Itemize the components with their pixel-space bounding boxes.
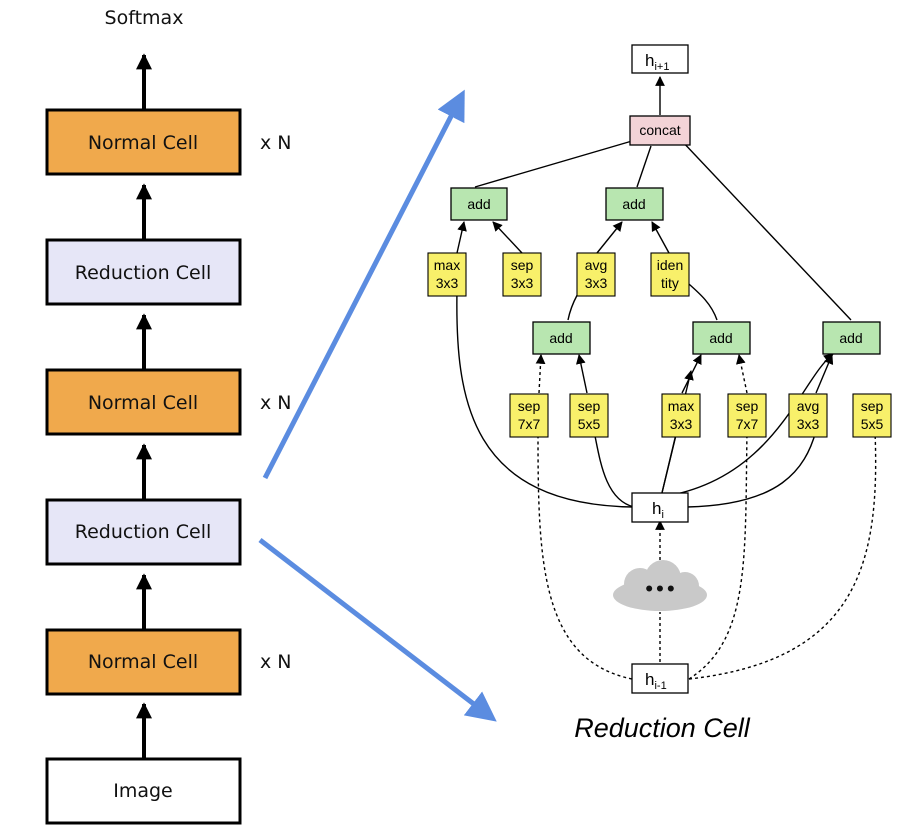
op-node-sep-7x7: sep 7x7 xyxy=(509,393,549,438)
svg-text:hi: hi xyxy=(652,499,664,521)
node-base: h xyxy=(645,670,654,689)
stack-normal-cell-middle: Normal Cell x N xyxy=(45,368,292,436)
op-node-sep-7x7: sep 7x7 xyxy=(727,393,767,438)
svg-text:hi-1: hi-1 xyxy=(645,670,667,692)
op-line2: 5x5 xyxy=(861,416,884,432)
repeat-label: x N xyxy=(260,132,292,154)
cell-label: Reduction Cell xyxy=(75,521,212,543)
op-line1: avg xyxy=(797,398,820,414)
op-line2: 7x7 xyxy=(518,416,541,432)
op-node-avg-3x3: avg 3x3 xyxy=(788,393,828,438)
op-line2: 7x7 xyxy=(736,416,759,432)
ellipsis-cloud-icon: ••• xyxy=(613,560,707,611)
add-label: add xyxy=(839,330,862,346)
expansion-arrows xyxy=(258,89,497,722)
concat-node: concat xyxy=(629,115,691,146)
cell-label: Reduction Cell xyxy=(75,262,212,284)
op-line1: avg xyxy=(585,257,608,273)
stack-image-input: Image xyxy=(45,757,242,825)
op-line1: max xyxy=(668,398,694,414)
op-line2: 3x3 xyxy=(670,416,693,432)
add-label: add xyxy=(549,330,572,346)
cell-label: Normal Cell xyxy=(88,132,198,154)
stack-normal-cell-bottom: Normal Cell x N xyxy=(45,628,292,696)
add-node: add xyxy=(532,321,591,355)
op-line2: 3x3 xyxy=(511,275,534,291)
stack-reduction-cell-top: Reduction Cell xyxy=(45,238,242,306)
add-node: add xyxy=(605,187,664,221)
op-node-sep-5x5: sep 5x5 xyxy=(852,393,892,438)
repeat-label: x N xyxy=(260,392,292,414)
op-node-max-3x3: max 3x3 xyxy=(661,393,701,438)
node-sub: i-1 xyxy=(654,680,666,692)
op-line2: 3x3 xyxy=(585,275,608,291)
softmax-label: Softmax xyxy=(105,7,184,29)
op-line1: sep xyxy=(518,398,541,414)
input-label: Image xyxy=(113,780,173,802)
op-line1: sep xyxy=(736,398,759,414)
architecture-stack: Softmax Normal Cell x N Reduction Cell N… xyxy=(45,7,292,825)
node-base: h xyxy=(652,499,661,518)
add-label: add xyxy=(622,196,645,212)
ellipsis-label: ••• xyxy=(644,580,677,600)
expand-arrow-up xyxy=(262,89,465,480)
op-line2: 3x3 xyxy=(436,275,459,291)
op-node-identity: iden tity xyxy=(650,252,690,297)
reduction-cell-title: Reduction Cell xyxy=(574,713,751,743)
op-line1: max xyxy=(434,257,460,273)
add-label: add xyxy=(709,330,732,346)
op-node-sep-5x5: sep 5x5 xyxy=(569,393,609,438)
op-line2: 5x5 xyxy=(578,416,601,432)
expand-arrow-down xyxy=(258,538,497,722)
node-sub: i+1 xyxy=(654,61,669,73)
node-base: h xyxy=(645,51,654,70)
node-sub: i xyxy=(661,509,663,521)
add-node: add xyxy=(692,321,751,355)
concat-label: concat xyxy=(639,122,680,138)
stack-normal-cell-top: Normal Cell x N xyxy=(45,108,292,176)
op-node-max-3x3: max 3x3 xyxy=(427,252,467,297)
input-node-hi-minus-1: hi-1 xyxy=(631,663,689,694)
op-line1: sep xyxy=(511,257,534,273)
cell-label: Normal Cell xyxy=(88,651,198,673)
repeat-label: x N xyxy=(260,651,292,673)
input-node-hi: hi xyxy=(631,492,689,523)
op-line2: tity xyxy=(661,275,679,291)
op-line1: sep xyxy=(578,398,601,414)
output-node-hi-plus-1: hi+1 xyxy=(631,44,689,74)
add-node: add xyxy=(822,321,881,355)
cell-label: Normal Cell xyxy=(88,392,198,414)
op-node-avg-3x3: avg 3x3 xyxy=(576,252,616,297)
op-node-sep-3x3: sep 3x3 xyxy=(502,252,542,297)
svg-text:hi+1: hi+1 xyxy=(645,51,669,73)
op-line2: 3x3 xyxy=(797,416,820,432)
reduction-cell-detail: hi+1 concat add add add add add xyxy=(427,44,892,743)
stack-reduction-cell-bottom: Reduction Cell xyxy=(45,498,242,566)
op-line1: iden xyxy=(657,257,683,273)
op-line1: sep xyxy=(861,398,884,414)
add-label: add xyxy=(467,196,490,212)
add-node: add xyxy=(450,187,508,221)
